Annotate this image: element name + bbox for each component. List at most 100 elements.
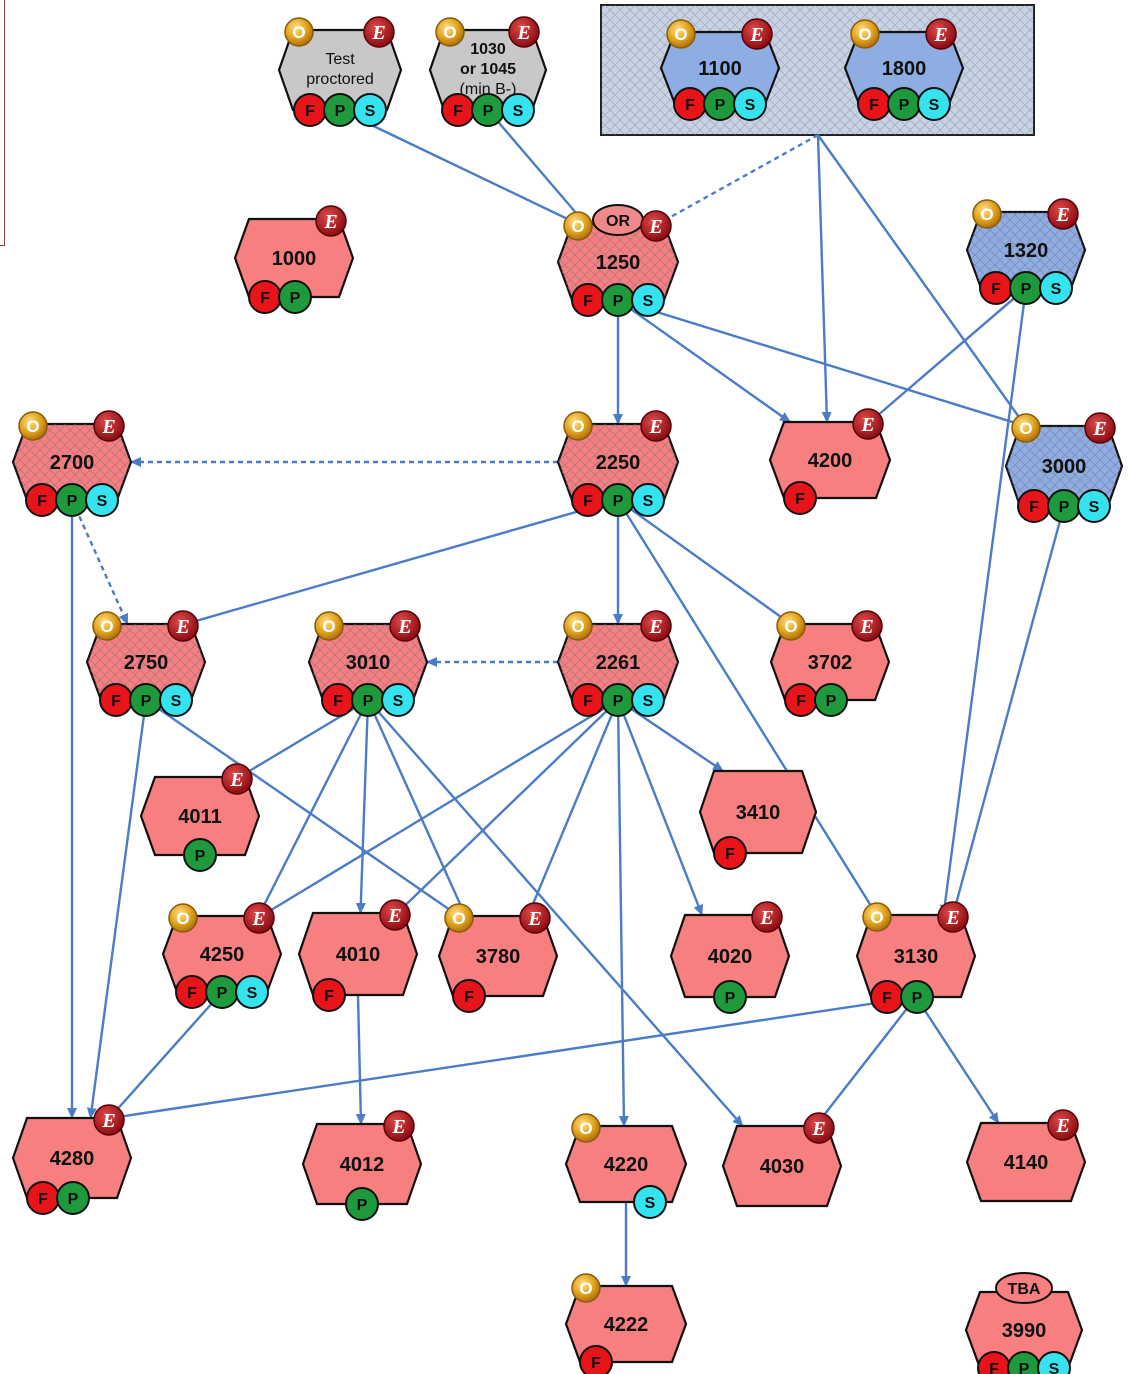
online-o-icon: O (563, 411, 593, 441)
svg-text:O: O (443, 23, 456, 42)
summer-term-badge: S (733, 87, 767, 121)
online-o-icon: O (666, 19, 696, 49)
elective-e-icon: E (1047, 1109, 1079, 1141)
elective-e-icon: E (167, 610, 199, 642)
summer-term-badge: S (381, 683, 415, 717)
node-label: 3410 (736, 802, 781, 824)
svg-text:S: S (645, 1195, 656, 1212)
spring-term-badge: P (1009, 271, 1043, 305)
svg-text:F: F (464, 989, 474, 1006)
svg-text:P: P (899, 97, 910, 114)
node-hatch (87, 624, 205, 700)
online-o-icon: O (314, 611, 344, 641)
svg-text:O: O (579, 1279, 592, 1298)
svg-text:F: F (991, 281, 1001, 298)
svg-text:E: E (229, 769, 243, 791)
fall-term-badge: F (99, 683, 133, 717)
summer-term-badge: S (633, 1185, 667, 1219)
edge-2250-to-3130 (616, 499, 878, 916)
edge-test-to-1250 (339, 108, 579, 226)
node-shape (698, 769, 818, 855)
elective-e-icon: E (741, 18, 773, 50)
fall-term-badge: F (25, 483, 59, 517)
svg-text:O: O (674, 25, 687, 44)
svg-text:P: P (141, 693, 152, 710)
summer-term-badge: S (1039, 271, 1073, 305)
node-label: or 1045 (460, 61, 516, 78)
svg-text:S: S (745, 97, 756, 114)
svg-text:P: P (335, 103, 346, 120)
svg-text:E: E (648, 416, 662, 438)
node-label: 4010 (336, 944, 381, 966)
svg-text:E: E (397, 616, 411, 638)
spring-term-badge: P (814, 683, 848, 717)
svg-text:O: O (571, 217, 584, 236)
node-label: 1030 (470, 41, 506, 58)
node-label: 3000 (1042, 456, 1087, 478)
spring-term-badge: P (323, 93, 357, 127)
online-o-icon: O (850, 19, 880, 49)
edge-2700-to-2750 (70, 499, 129, 625)
left-edge-frame (0, 0, 5, 246)
svg-text:P: P (483, 103, 494, 120)
svg-text:F: F (685, 97, 695, 114)
summer-term-badge: S (631, 483, 665, 517)
fall-term-badge: F (571, 283, 605, 317)
svg-text:F: F (333, 693, 343, 710)
online-o-icon: O (435, 17, 465, 47)
spring-term-badge: P (900, 980, 934, 1014)
svg-text:F: F (796, 693, 806, 710)
node-label: 3702 (808, 652, 853, 674)
svg-text:S: S (365, 103, 376, 120)
online-o-icon: O (168, 903, 198, 933)
edge-2261-to-4010 (396, 699, 619, 914)
spring-term-badge: P (703, 87, 737, 121)
svg-text:S: S (643, 493, 654, 510)
edge-1250-to-3000 (617, 298, 1027, 428)
spring-term-badge: P (55, 483, 89, 517)
svg-text:P: P (195, 848, 206, 865)
node-label: 1100 (698, 58, 741, 80)
elective-e-icon: E (937, 901, 969, 933)
fall-term-badge: F (441, 93, 475, 127)
summer-term-badge: S (631, 683, 665, 717)
edge-1250-to-4200 (617, 299, 791, 423)
fall-term-badge: F (579, 1345, 613, 1374)
edge-2261-to-4220 (616, 699, 629, 1127)
summer-term-badge: S (1077, 489, 1111, 523)
svg-text:P: P (67, 493, 78, 510)
edge-2261-to-4020 (616, 699, 704, 916)
svg-text:P: P (290, 290, 301, 307)
node-label: 3130 (894, 946, 939, 968)
svg-text:P: P (613, 493, 624, 510)
